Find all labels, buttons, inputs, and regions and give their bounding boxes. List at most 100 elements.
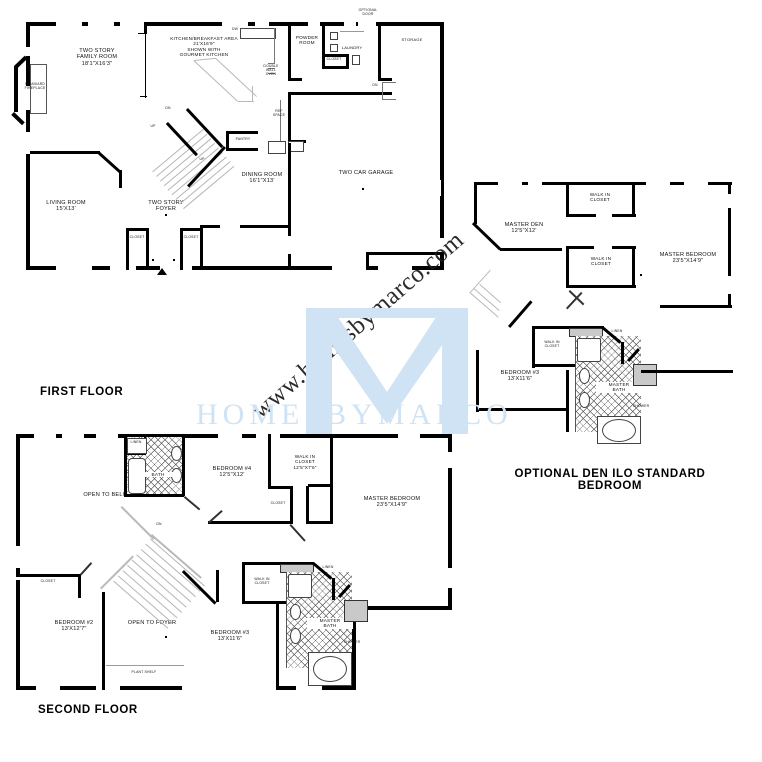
shower-stall: [577, 338, 601, 362]
label-plant-shelf: PLANT SHELF: [131, 670, 157, 674]
label-bedroom-4: BEDROOM #4 12'5"X12': [212, 466, 252, 479]
wall: [448, 434, 452, 610]
sink: [579, 368, 590, 384]
label-double-wall-oven: DOUBLE WALL OVEN: [263, 64, 279, 76]
window: [56, 21, 82, 27]
window: [255, 21, 269, 27]
sink-counter: [240, 28, 276, 39]
counter-line: [340, 31, 364, 32]
window: [96, 433, 118, 439]
label-foyer-closet-right: CLOSET: [183, 235, 199, 239]
door-swing: [80, 562, 92, 576]
label-master-shower: SHOWER: [343, 640, 361, 644]
wall: [476, 408, 566, 412]
wall: [144, 22, 147, 34]
wall: [641, 370, 733, 374]
wall: [476, 350, 480, 412]
label-master-bath-linen: LINEN: [611, 329, 623, 333]
label-master-bath: MASTER BATH: [596, 382, 642, 393]
wall-thin: [145, 34, 147, 98]
wall: [612, 246, 636, 250]
wall: [566, 246, 570, 288]
wall: [500, 248, 562, 252]
label-walk-in-closet-upper: WALK IN CLOSET: [589, 192, 611, 203]
window: [222, 21, 248, 27]
appliance: [330, 44, 338, 52]
wall: [532, 326, 604, 330]
wall: [288, 22, 291, 80]
window: [88, 21, 114, 27]
label-master-bath: MASTER BATH: [307, 618, 353, 629]
soaking-tub: [602, 419, 636, 442]
step-line: [382, 82, 383, 100]
wall: [566, 285, 636, 289]
wall: [632, 182, 636, 216]
counter-line: [268, 68, 275, 69]
first-floor-plan: STANDARD FIREPLACE TWO STORY FAMILY ROOM…: [0, 0, 460, 398]
toilet: [579, 392, 590, 408]
wall: [16, 574, 80, 577]
wall: [26, 128, 30, 270]
label-pantry: PANTRY: [235, 137, 251, 141]
wall: [532, 326, 536, 368]
label-garage-down: DN: [372, 83, 378, 87]
dot: [173, 259, 175, 261]
wall: [566, 182, 570, 216]
label-two-car-garage: TWO CAR GARAGE: [338, 170, 394, 176]
window: [36, 685, 60, 691]
second-floor-plan: OPEN TO BELOW LINEN BATH BEDROOM #4 12'5…: [0, 428, 470, 728]
step-line: [382, 82, 396, 83]
label-stair-down: DN: [156, 522, 162, 526]
window: [62, 433, 84, 439]
label-master-walk-in-closet: WALK IN CLOSET 12'5"X7'6": [293, 454, 317, 470]
label-dishwasher: DW: [231, 27, 239, 31]
wall: [268, 486, 292, 489]
line: [575, 336, 577, 432]
wall: [180, 228, 183, 270]
island-outline: [251, 86, 253, 102]
label-open-to-below: OPEN TO BELOW: [83, 492, 133, 498]
label-master-den: MASTER DEN 12'5"X12': [504, 222, 544, 235]
label-hall-linen: LINEN: [130, 440, 142, 444]
wall: [332, 578, 335, 600]
wall: [330, 434, 333, 486]
wall: [16, 434, 20, 574]
sink: [171, 446, 182, 461]
appliance: [330, 32, 338, 40]
window: [398, 433, 420, 439]
wall: [322, 66, 348, 69]
counter-line: [268, 63, 275, 64]
wall: [474, 182, 732, 186]
wall: [226, 131, 229, 151]
wall: [621, 342, 624, 364]
label-bedroom-2-closet: CLOSET: [40, 579, 56, 583]
fireplace-line: [30, 64, 47, 65]
soaking-tub: [313, 656, 347, 682]
caption-second-floor: SECOND FLOOR: [38, 704, 138, 716]
label-powder-room: POWDER ROOM: [295, 35, 319, 46]
wall: [182, 434, 185, 496]
staircase: [151, 128, 236, 212]
stair-rail: [120, 506, 155, 540]
door-swing: [183, 496, 201, 511]
wall: [306, 521, 332, 524]
step-line: [382, 99, 396, 100]
wall: [322, 54, 348, 57]
wall: [78, 574, 81, 598]
label-two-story-foyer: TWO STORY FOYER: [148, 200, 184, 213]
window: [15, 546, 21, 568]
wall: [306, 486, 309, 522]
wall: [660, 305, 732, 309]
entry-marker: [157, 268, 167, 275]
door-opening: [358, 21, 376, 27]
label-living-room: LIVING ROOM 15'X13': [46, 200, 86, 213]
label-bedroom-3: BEDROOM #3 13'X11'6": [210, 630, 250, 643]
wall: [632, 246, 636, 288]
window: [498, 181, 522, 187]
fireplace-wall: [14, 66, 18, 112]
label-stair-up-lower: UP: [199, 157, 205, 161]
island-outline: [194, 57, 217, 62]
wall: [352, 606, 452, 610]
wall: [268, 434, 271, 488]
wall: [566, 214, 596, 218]
